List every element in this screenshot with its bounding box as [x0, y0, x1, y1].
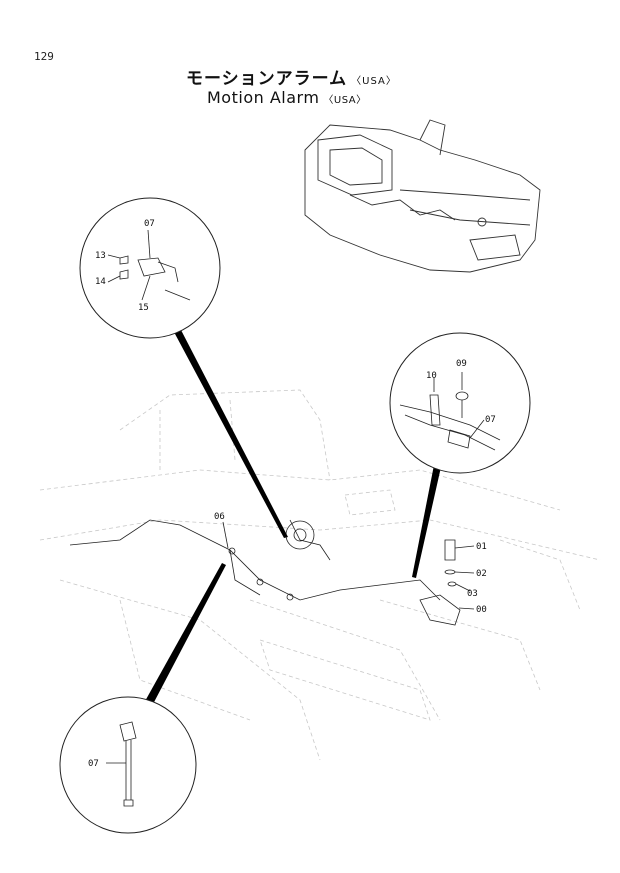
detail-circle-right: 09 10 07	[389, 332, 531, 474]
callout-00: 00	[476, 605, 487, 615]
title-japanese: モーションアラーム〈USA〉	[186, 64, 397, 89]
callout-06: 06	[214, 512, 225, 522]
detail-circle-bottom-left: 07	[59, 696, 197, 834]
callout-09: 09	[456, 359, 467, 369]
title-english-text: Motion Alarm	[207, 88, 320, 107]
title-english: Motion Alarm〈USA〉	[207, 88, 367, 107]
main-callouts: 06 01 02 03 00	[214, 512, 487, 615]
callout-10: 10	[426, 371, 437, 381]
callout-02: 02	[476, 569, 487, 579]
leader-wedge-bottom	[144, 563, 226, 706]
leader-wedge-top	[174, 330, 288, 538]
callout-15: 15	[138, 303, 149, 313]
callout-14: 14	[95, 277, 106, 287]
leader-wedge-right	[412, 465, 441, 578]
callout-03: 03	[467, 589, 478, 599]
callout-13: 13	[95, 251, 106, 261]
callout-07-right: 07	[485, 415, 496, 425]
harness-assembly	[69, 519, 461, 626]
title-japanese-suffix: 〈USA〉	[351, 76, 397, 87]
detail-circle-top-left: 07 13 14 15	[79, 197, 221, 339]
title-english-suffix: 〈USA〉	[323, 95, 367, 106]
machine-thumbnail	[304, 119, 541, 273]
callout-07-top: 07	[144, 219, 155, 229]
frame-ghost	[39, 389, 601, 761]
callout-01: 01	[476, 542, 487, 552]
callout-07-bottom: 07	[88, 759, 99, 769]
page-number: 129	[34, 50, 54, 63]
title-japanese-text: モーションアラーム	[186, 69, 348, 89]
